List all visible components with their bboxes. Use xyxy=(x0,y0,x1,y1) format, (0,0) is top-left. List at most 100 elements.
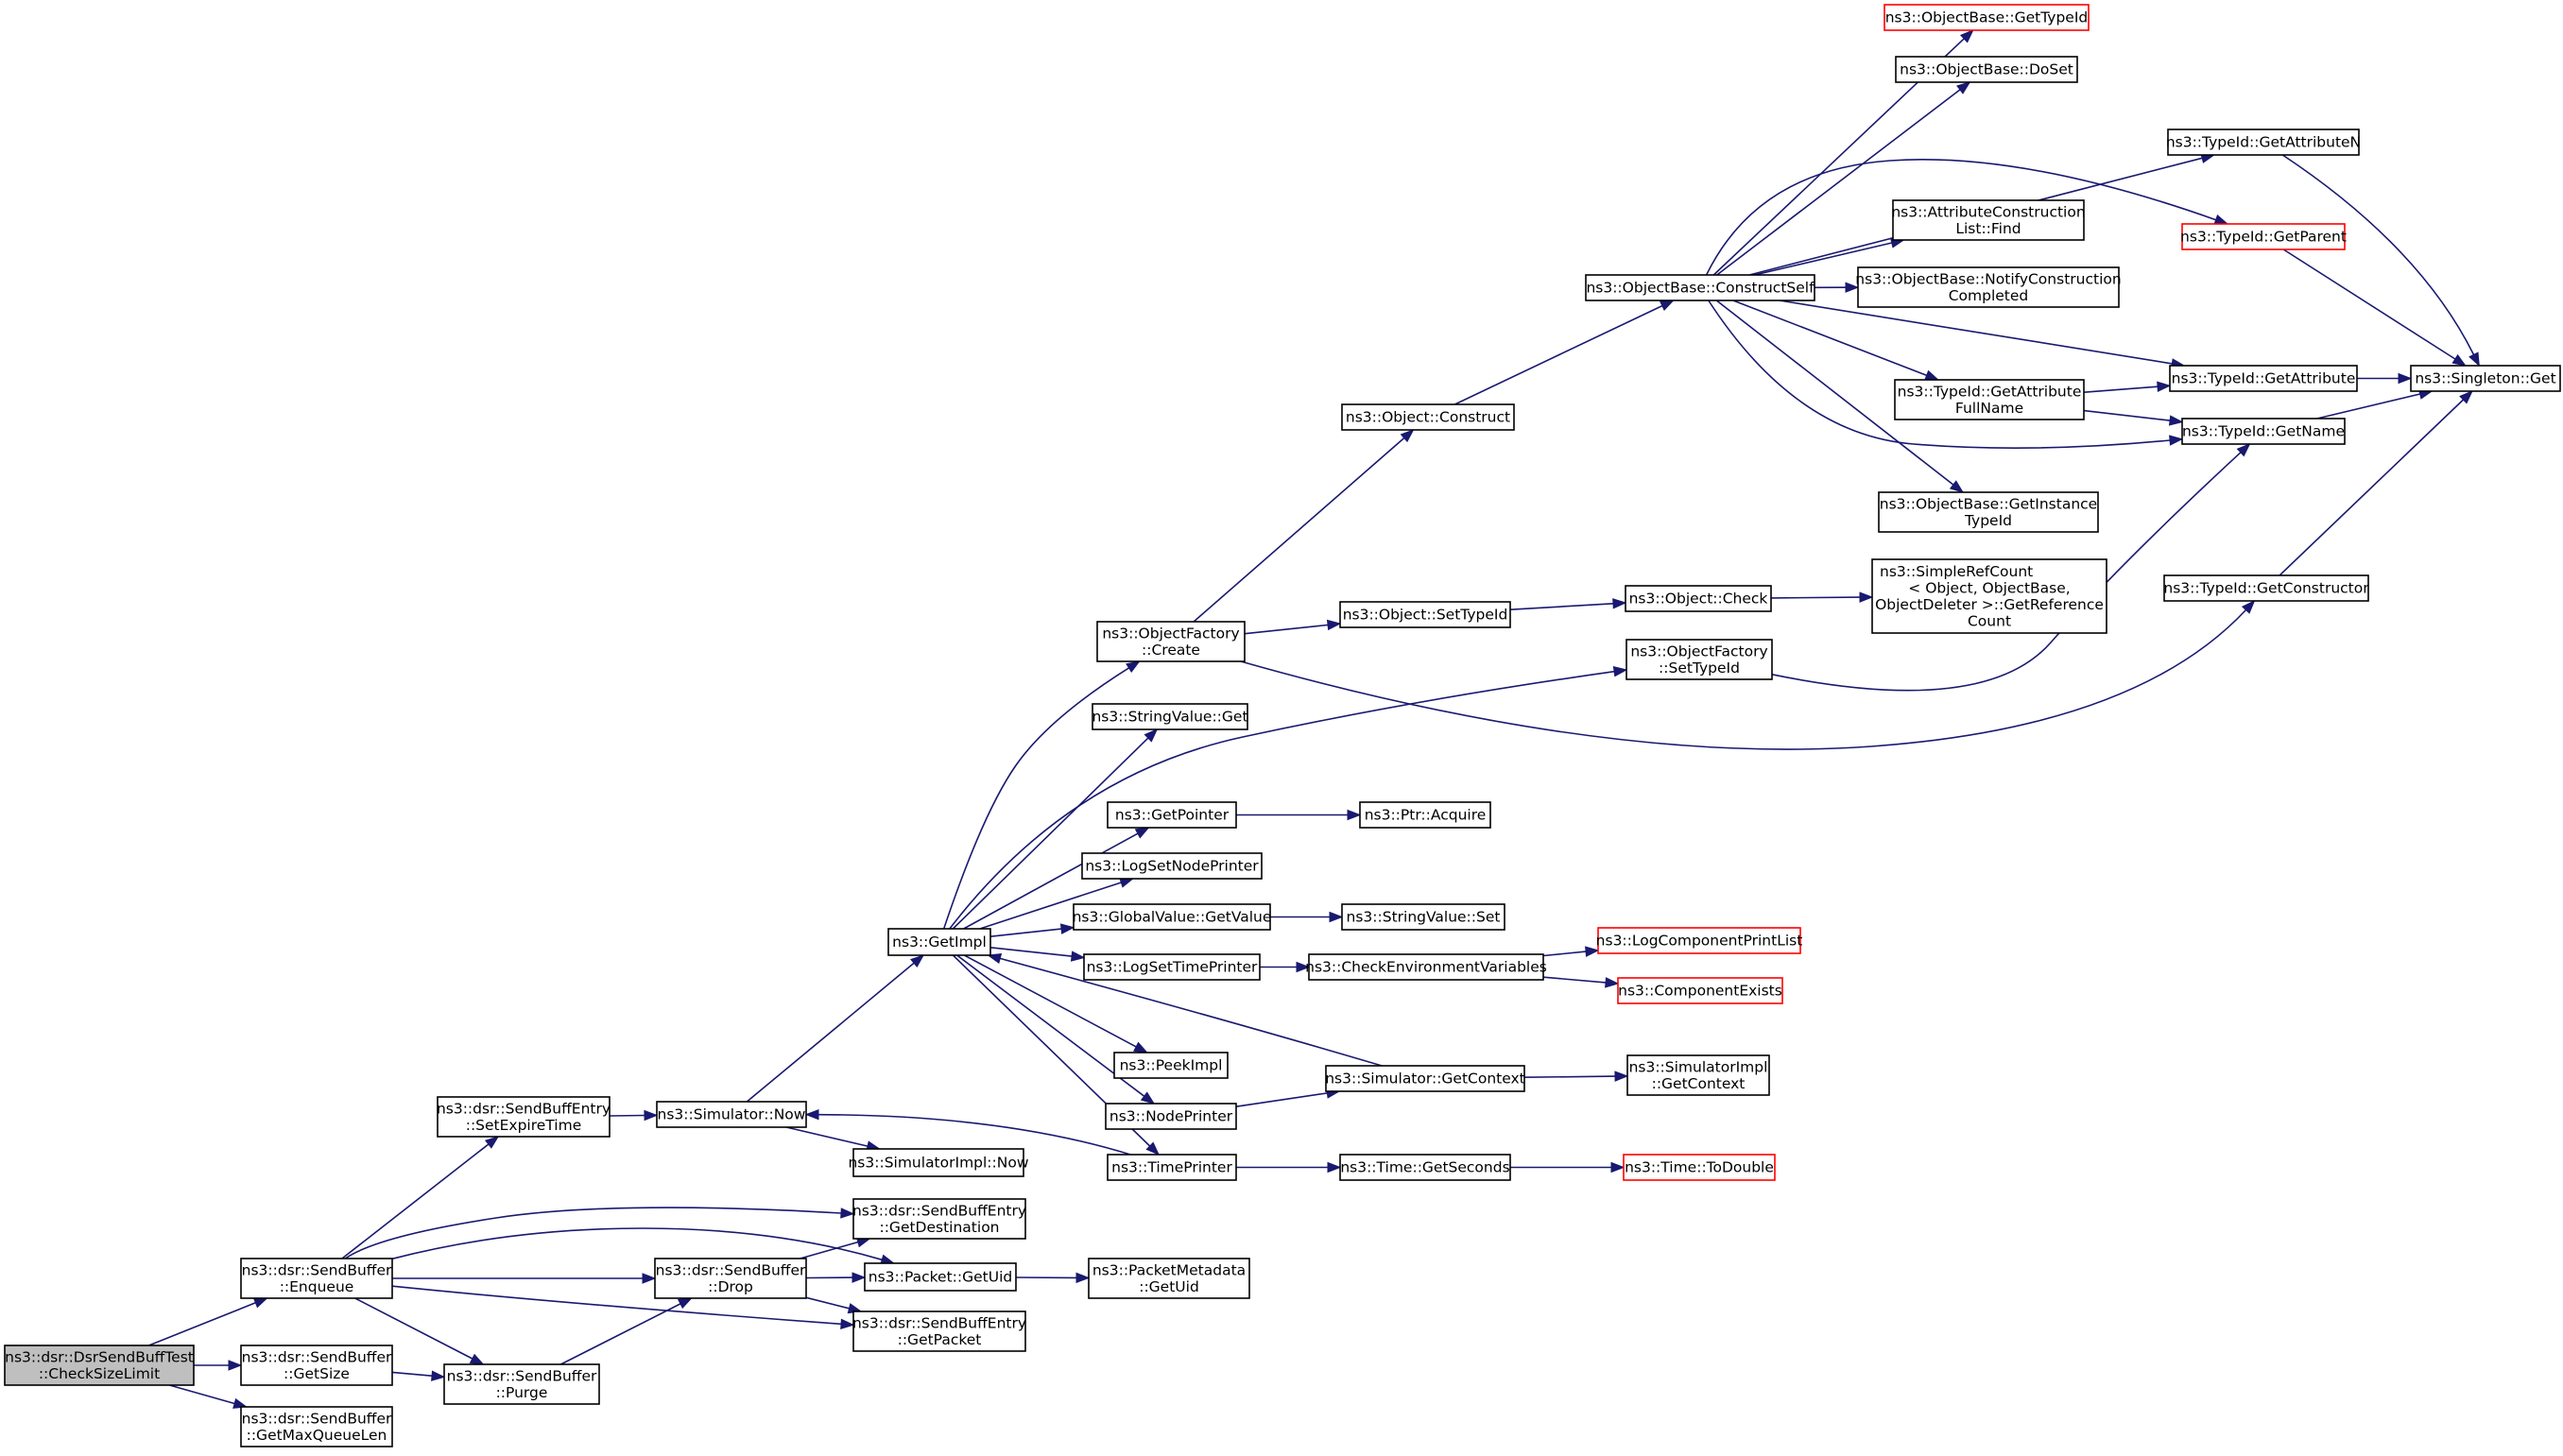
node-objsettypeid[interactable]: ns3::Object::SetTypeId xyxy=(1339,601,1511,628)
node-simimplnow[interactable]: ns3::SimulatorImpl::Now xyxy=(848,1148,1029,1177)
node-box-drop[interactable] xyxy=(654,1258,807,1299)
node-logtimeprinter[interactable]: ns3::LogSetTimePrinter xyxy=(1083,953,1261,981)
node-lognodeprinter[interactable]: ns3::LogSetNodePrinter xyxy=(1081,852,1263,880)
node-objcheck[interactable]: ns3::Object::Check xyxy=(1625,585,1772,612)
node-getdest[interactable]: ns3::dsr::SendBuffEntry::GetDestination xyxy=(852,1198,1026,1240)
node-checkenv[interactable]: ns3::CheckEnvironmentVariables xyxy=(1305,953,1547,981)
node-box-lognodeprinter[interactable] xyxy=(1081,852,1263,880)
node-box-tidgetattrn[interactable] xyxy=(2167,128,2360,156)
node-getpacket[interactable]: ns3::dsr::SendBuffEntry::GetPacket xyxy=(852,1310,1026,1352)
node-box-nodeprinter[interactable] xyxy=(1105,1103,1237,1130)
node-box-singletonget[interactable] xyxy=(2410,365,2561,392)
node-objconstruct[interactable]: ns3::Object::Construct xyxy=(1341,403,1515,431)
node-box-setexpire[interactable] xyxy=(437,1096,611,1138)
node-getpointer[interactable]: ns3::GetPointer xyxy=(1107,801,1237,829)
node-getimpl[interactable]: ns3::GetImpl xyxy=(887,928,991,956)
node-peekimpl[interactable]: ns3::PeekImpl xyxy=(1113,1052,1229,1079)
node-box-objconstruct[interactable] xyxy=(1341,403,1515,431)
node-box-getpacket[interactable] xyxy=(852,1310,1026,1352)
node-box-purge[interactable] xyxy=(443,1363,600,1405)
node-box-simnow[interactable] xyxy=(656,1101,807,1128)
node-nodeprinter[interactable]: ns3::NodePrinter xyxy=(1105,1103,1237,1130)
node-box-constructself[interactable] xyxy=(1585,274,1815,301)
node-simgetcontext[interactable]: ns3::Simulator::GetContext xyxy=(1325,1065,1525,1092)
node-box-obnotify[interactable] xyxy=(1857,266,2120,308)
node-getsize[interactable]: ns3::dsr::SendBuffer::GetSize xyxy=(240,1345,393,1386)
node-logcomplist[interactable]: ns3::LogComponentPrintList xyxy=(1596,927,1803,954)
node-ofsettypeid[interactable]: ns3::ObjectFactory::SetTypeId xyxy=(1626,639,1773,680)
node-box-getdest[interactable] xyxy=(852,1198,1026,1240)
node-box-checkenv[interactable] xyxy=(1308,953,1544,981)
node-box-pmgetuid[interactable] xyxy=(1088,1258,1250,1299)
node-compexists[interactable]: ns3::ComponentExists xyxy=(1617,977,1783,1004)
node-box-getpointer[interactable] xyxy=(1107,801,1237,829)
node-box-obgettypeid[interactable] xyxy=(1884,4,2090,31)
node-box-enqueue[interactable] xyxy=(240,1258,393,1299)
node-box-simgetcontext[interactable] xyxy=(1325,1065,1525,1092)
node-box-aclistfind[interactable] xyxy=(1892,199,2085,241)
node-purge[interactable]: ns3::dsr::SendBuffer::Purge xyxy=(443,1363,600,1405)
node-ofcreate[interactable]: ns3::ObjectFactory::Create xyxy=(1096,621,1246,662)
node-box-simimplgetctx[interactable] xyxy=(1626,1054,1770,1096)
node-tidgetparent[interactable]: ns3::TypeId::GetParent xyxy=(2180,223,2347,250)
node-timeprinter[interactable]: ns3::TimePrinter xyxy=(1107,1154,1237,1181)
node-box-ofsettypeid[interactable] xyxy=(1626,639,1773,680)
node-obgettypeid[interactable]: ns3::ObjectBase::GetTypeId xyxy=(1884,4,2090,31)
node-box-logtimeprinter[interactable] xyxy=(1083,953,1261,981)
node-box-strvalget[interactable] xyxy=(1092,703,1248,730)
node-box-objcheck[interactable] xyxy=(1625,585,1772,612)
node-todouble[interactable]: ns3::Time::ToDouble xyxy=(1623,1154,1776,1181)
node-pmgetuid[interactable]: ns3::PacketMetadata::GetUid xyxy=(1088,1258,1250,1299)
node-box-compexists[interactable] xyxy=(1617,977,1783,1004)
node-gvgetvalue[interactable]: ns3::GlobalValue::GetValue xyxy=(1073,903,1272,931)
node-box-peekimpl[interactable] xyxy=(1113,1052,1229,1079)
node-box-getsize[interactable] xyxy=(240,1345,393,1386)
node-box-pktgetuid[interactable] xyxy=(864,1262,1017,1292)
node-strvalget[interactable]: ns3::StringValue::Get xyxy=(1092,703,1248,730)
node-obdoset[interactable]: ns3::ObjectBase::DoSet xyxy=(1895,56,2078,83)
node-box-tidgetctor[interactable] xyxy=(2163,574,2369,602)
node-box-simplerefcount[interactable] xyxy=(1871,558,2107,634)
node-tidgetattr[interactable]: ns3::TypeId::GetAttribute xyxy=(2169,365,2358,392)
node-box-obgetinstance[interactable] xyxy=(1878,491,2099,533)
node-box-todouble[interactable] xyxy=(1623,1154,1776,1181)
node-box-timeprinter[interactable] xyxy=(1107,1154,1237,1181)
node-tidgetname[interactable]: ns3::TypeId::GetName xyxy=(2181,418,2346,445)
node-box-objsettypeid[interactable] xyxy=(1339,601,1511,628)
node-box-obdoset[interactable] xyxy=(1895,56,2078,83)
node-box-gvgetvalue[interactable] xyxy=(1073,903,1271,931)
node-strvalset[interactable]: ns3::StringValue::Set xyxy=(1341,903,1505,931)
node-drop[interactable]: ns3::dsr::SendBuffer::Drop xyxy=(654,1258,807,1299)
node-getmaxq[interactable]: ns3::dsr::SendBuffer::GetMaxQueueLen xyxy=(240,1406,393,1447)
node-root[interactable]: ns3::dsr::DsrSendBuffTest::CheckSizeLimi… xyxy=(4,1345,195,1386)
node-box-root[interactable] xyxy=(4,1345,195,1386)
node-box-simimplnow[interactable] xyxy=(852,1148,1024,1177)
node-box-tidgetattrfull[interactable] xyxy=(1894,379,2085,420)
node-obnotify[interactable]: ns3::ObjectBase::NotifyConstructionCompl… xyxy=(1855,266,2122,308)
node-simplerefcount[interactable]: ns3::SimpleRefCount< Object, ObjectBase,… xyxy=(1871,558,2107,634)
node-enqueue[interactable]: ns3::dsr::SendBuffer::Enqueue xyxy=(240,1258,393,1299)
node-box-ptracquire[interactable] xyxy=(1359,801,1491,829)
node-box-tidgetname[interactable] xyxy=(2181,418,2346,445)
node-tidgetattrn[interactable]: ns3::TypeId::GetAttributeN xyxy=(2166,128,2361,156)
node-simnow[interactable]: ns3::Simulator::Now xyxy=(656,1101,807,1128)
node-box-tidgetattr[interactable] xyxy=(2169,365,2358,392)
node-box-strvalset[interactable] xyxy=(1341,903,1505,931)
node-box-getmaxq[interactable] xyxy=(240,1406,393,1447)
node-pktgetuid[interactable]: ns3::Packet::GetUid xyxy=(864,1262,1017,1292)
node-box-ofcreate[interactable] xyxy=(1096,621,1246,662)
node-setexpire[interactable]: ns3::dsr::SendBuffEntry::SetExpireTime xyxy=(437,1096,611,1138)
node-box-logcomplist[interactable] xyxy=(1597,927,1801,954)
node-box-getimpl[interactable] xyxy=(887,928,991,956)
node-ptracquire[interactable]: ns3::Ptr::Acquire xyxy=(1359,801,1491,829)
node-constructself[interactable]: ns3::ObjectBase::ConstructSelf xyxy=(1585,274,1815,301)
node-simimplgetctx[interactable]: ns3::SimulatorImpl::GetContext xyxy=(1626,1054,1770,1096)
node-tidgetctor[interactable]: ns3::TypeId::GetConstructor xyxy=(2163,574,2369,602)
node-singletonget[interactable]: ns3::Singleton::Get xyxy=(2410,365,2561,392)
node-box-timegetsec[interactable] xyxy=(1339,1154,1511,1181)
node-timegetsec[interactable]: ns3::Time::GetSeconds xyxy=(1339,1154,1511,1181)
node-box-tidgetparent[interactable] xyxy=(2181,223,2346,250)
